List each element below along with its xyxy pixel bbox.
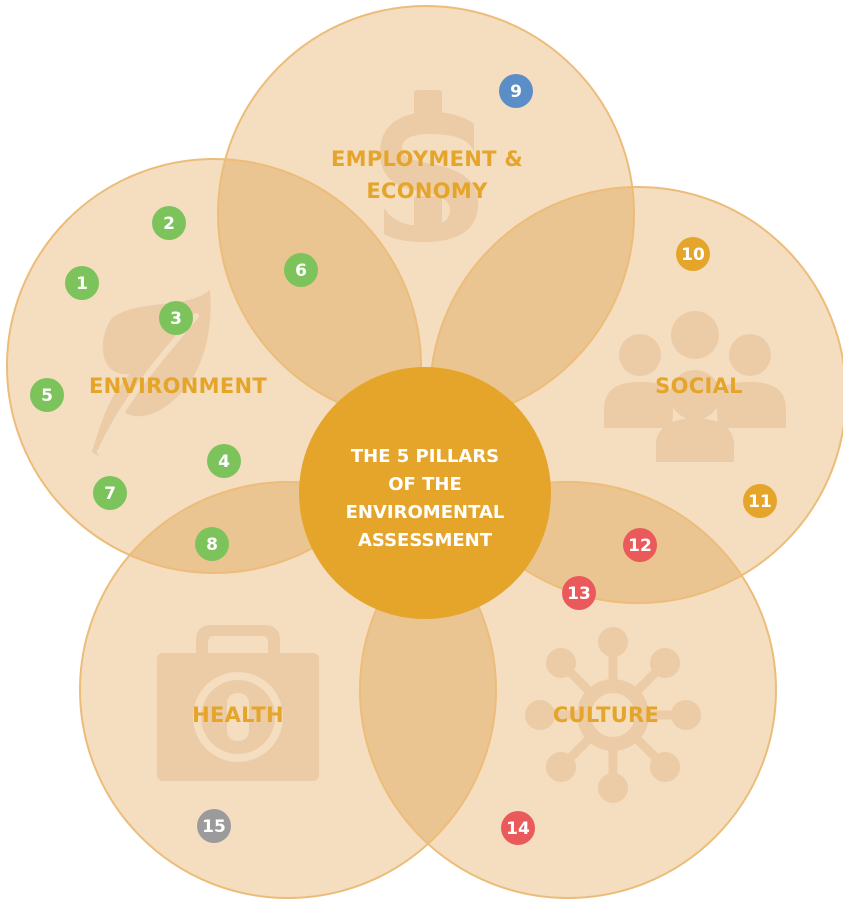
svg-text:4: 4 <box>218 452 230 472</box>
svg-text:11: 11 <box>748 492 772 512</box>
svg-text:9: 9 <box>510 82 522 102</box>
people-icon <box>604 311 786 462</box>
employment-label-line-1: EMPLOYMENT & <box>331 147 523 171</box>
badge-5: 5 <box>30 378 64 412</box>
center-title-line-1: THE 5 PILLARS <box>351 446 499 467</box>
svg-text:1: 1 <box>76 274 88 294</box>
svg-text:15: 15 <box>202 817 226 837</box>
badge-13: 13 <box>562 576 596 610</box>
numbered-badges: 1 2 3 4 5 6 7 8 9 10 11 12 13 14 15 <box>30 74 777 845</box>
overlap-employment-social <box>430 187 634 422</box>
badge-15: 15 <box>197 809 231 843</box>
badge-12: 12 <box>623 528 657 562</box>
overlap-environment-employment <box>218 159 421 422</box>
health-label-line: HEALTH <box>192 703 284 727</box>
badge-14: 14 <box>501 811 535 845</box>
svg-text:6: 6 <box>295 261 307 281</box>
center-title-line-3: ENVIROMENTAL <box>346 502 505 523</box>
badge-8: 8 <box>195 527 229 561</box>
svg-text:2: 2 <box>163 214 175 234</box>
center-title-line-2: OF THE <box>388 474 462 495</box>
badge-10: 10 <box>676 237 710 271</box>
environment-label: ENVIRONMENT <box>89 374 267 398</box>
badge-2: 2 <box>152 206 186 240</box>
badge-4: 4 <box>207 444 241 478</box>
svg-text:8: 8 <box>206 535 218 555</box>
badge-11: 11 <box>743 484 777 518</box>
badge-7: 7 <box>93 476 127 510</box>
health-label: HEALTH <box>192 703 284 727</box>
svg-text:10: 10 <box>681 245 705 265</box>
svg-text:13: 13 <box>567 584 591 604</box>
environment-label-line: ENVIRONMENT <box>89 374 267 398</box>
employment-label-line-2: ECONOMY <box>366 179 488 203</box>
svg-text:3: 3 <box>170 309 182 329</box>
employment-economy-label: EMPLOYMENT & ECONOMY <box>331 147 523 203</box>
network-icon <box>525 627 701 803</box>
culture-label-line: CULTURE <box>553 703 659 727</box>
social-label-line: SOCIAL <box>655 374 743 398</box>
badge-6: 6 <box>284 253 318 287</box>
svg-text:14: 14 <box>506 819 530 839</box>
svg-text:7: 7 <box>104 484 116 504</box>
badge-3: 3 <box>159 301 193 335</box>
svg-text:12: 12 <box>628 536 652 556</box>
dollar-icon <box>380 90 478 242</box>
center-circle <box>299 367 551 619</box>
center-title-line-4: ASSESSMENT <box>358 530 493 551</box>
center-hub: THE 5 PILLARS OF THE ENVIROMENTAL ASSESS… <box>299 367 551 619</box>
social-label: SOCIAL <box>655 374 743 398</box>
first-aid-kit-icon <box>157 625 319 781</box>
badge-1: 1 <box>65 266 99 300</box>
svg-text:5: 5 <box>41 386 53 406</box>
culture-label: CULTURE <box>553 703 659 727</box>
badge-9: 9 <box>499 74 533 108</box>
